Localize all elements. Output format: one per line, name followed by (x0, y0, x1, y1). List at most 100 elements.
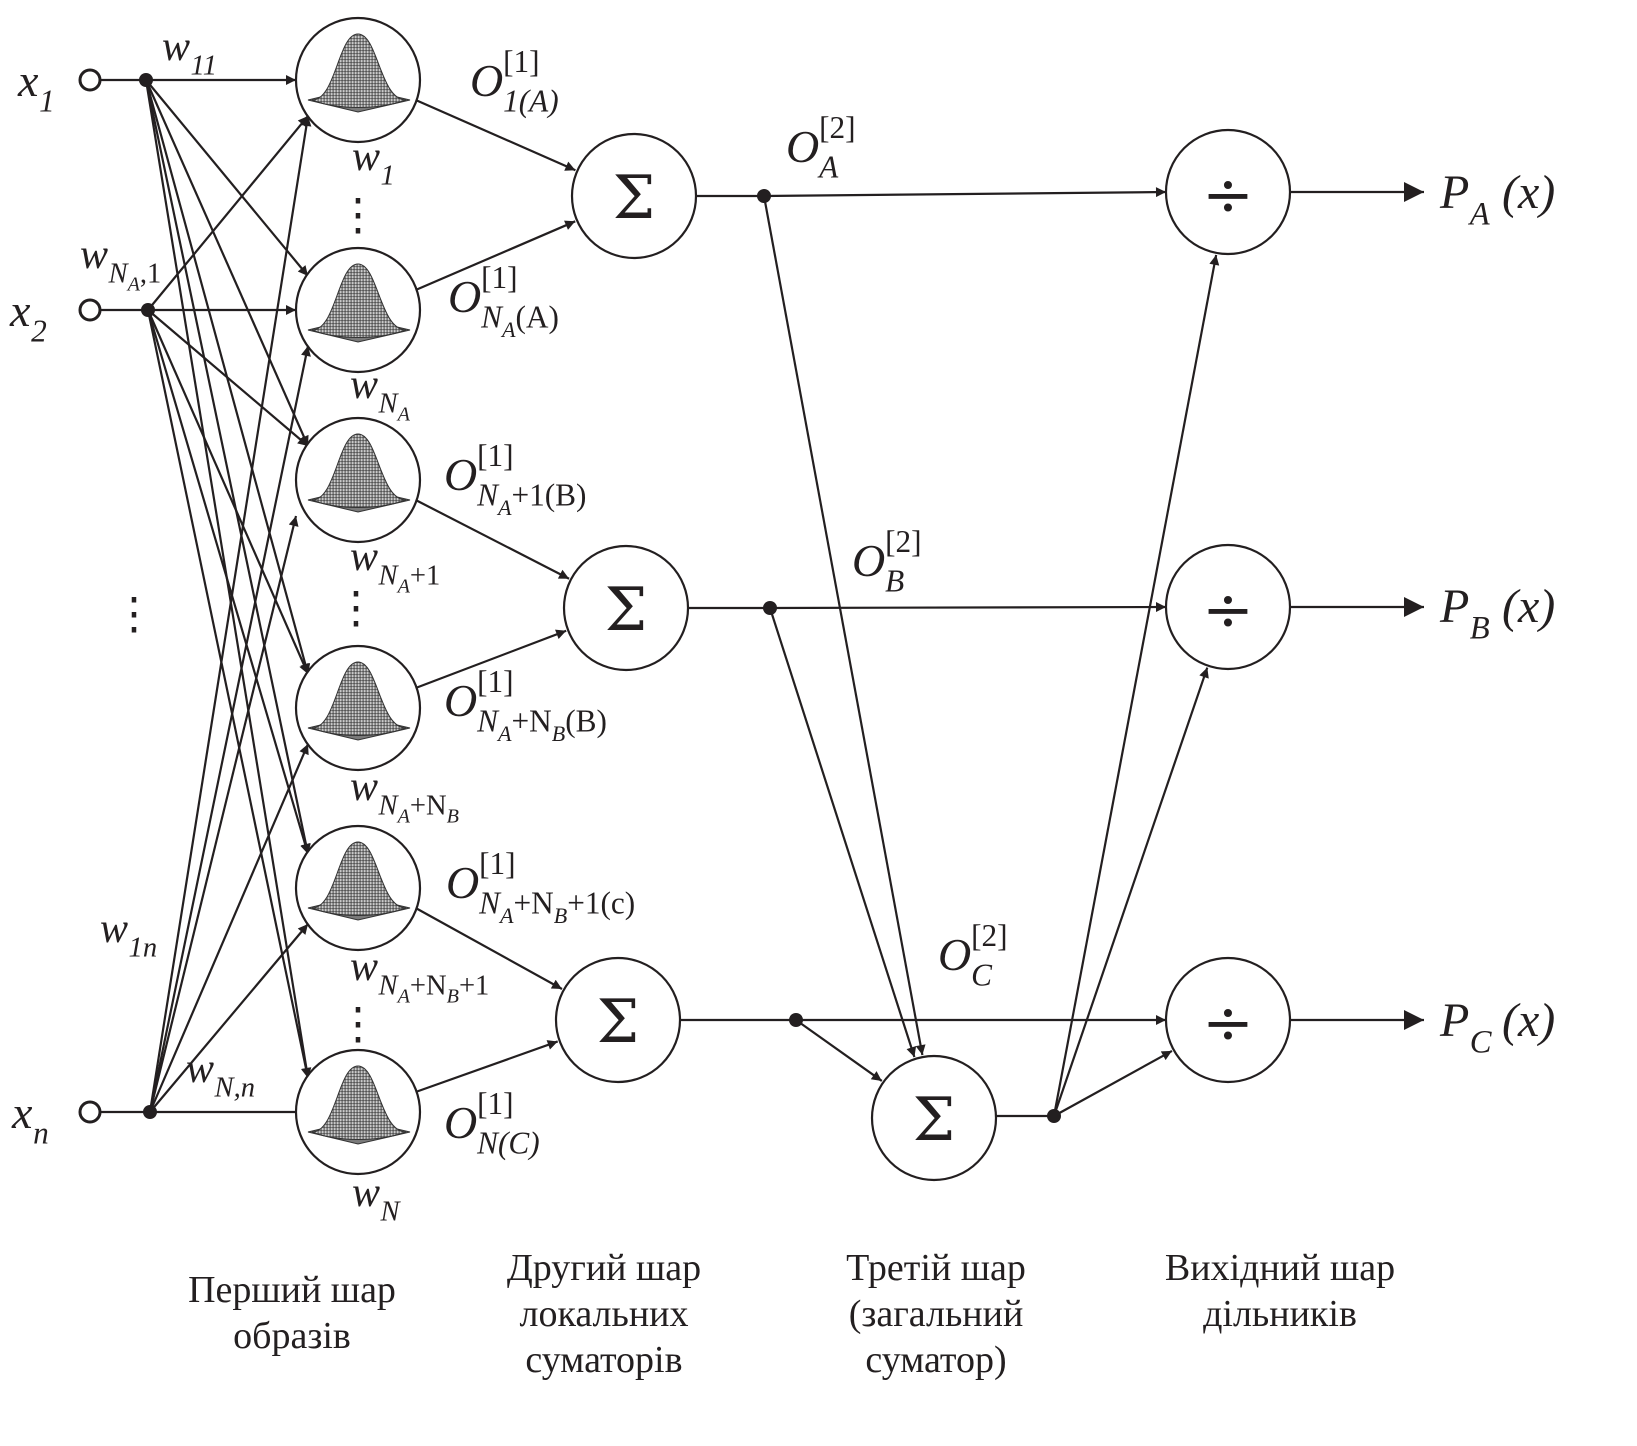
svg-text:x: x (17, 55, 39, 106)
svg-text:O: O (938, 929, 971, 980)
svg-text:Перший шар: Перший шар (188, 1269, 396, 1311)
svg-text:w: w (350, 362, 378, 408)
pattern-neuron-6 (294, 1048, 422, 1176)
svg-text:C: C (1470, 1024, 1493, 1060)
svg-text:11: 11 (191, 50, 217, 81)
edge-sum3-div1 (1052, 254, 1220, 1117)
vertical-ellipsis-4: ⋮ (112, 589, 156, 640)
edge-p2-s1 (415, 220, 576, 292)
edge-in1-p3 (144, 79, 310, 447)
svg-text:B: B (1470, 610, 1490, 646)
edge-in3-p2 (148, 345, 311, 1113)
svg-text:суматор): суматор) (865, 1339, 1006, 1381)
gaussian-surface (311, 841, 407, 916)
sigma-icon: Σ (605, 575, 647, 645)
vertical-ellipsis-2: ⋮ (334, 583, 378, 634)
svg-text:O: O (470, 55, 503, 106)
svg-text:w: w (350, 534, 378, 580)
edge-in3-p5 (149, 923, 309, 1113)
svg-text:образів: образів (233, 1315, 351, 1357)
edge-s3-sum3 (795, 1019, 883, 1082)
svg-text:w: w (80, 232, 108, 278)
junction-dot-s3 (789, 1013, 803, 1027)
layer2-output-1: O[2]A (786, 110, 856, 185)
divider-2: ÷ (1164, 543, 1292, 671)
edge-s1-div1 (763, 187, 1167, 198)
svg-text:[1]: [1] (477, 438, 513, 473)
svg-text:[1]: [1] (503, 44, 539, 79)
svg-text:P: P (1439, 994, 1469, 1047)
gaussian-surface (311, 1065, 407, 1140)
input-terminal-2 (78, 298, 102, 322)
divide-icon: ÷ (1202, 573, 1254, 646)
input-junction-3 (143, 1105, 157, 1119)
edge-in3-p4 (148, 743, 310, 1113)
vertical-ellipsis-3: ⋮ (336, 999, 380, 1050)
svg-text:NA+NB(B): NA+NB(B) (476, 704, 607, 746)
svg-text:Другий шар: Другий шар (507, 1247, 701, 1289)
svg-text:O: O (852, 535, 885, 586)
gaussian-surface (311, 661, 407, 736)
svg-text:O: O (786, 121, 819, 172)
local-summator-1: Σ (570, 132, 698, 260)
gaussian-surface (311, 33, 407, 108)
connections (99, 75, 1424, 1118)
layer1-output-5: O[1] NA+NB+1(c) (446, 846, 635, 928)
svg-text:(загальний: (загальний (849, 1293, 1024, 1335)
svg-text:w: w (350, 944, 378, 990)
edge-in2-p6 (146, 309, 311, 1079)
svg-text:[1]: [1] (481, 260, 517, 295)
svg-text:NA+1: NA+1 (378, 560, 441, 597)
edge-in3-p3 (148, 515, 299, 1113)
input-junction-2 (141, 303, 155, 317)
global-summator: Σ (870, 1054, 998, 1182)
edge-in3-p1 (148, 115, 312, 1113)
edge-sum3-div3 (1053, 1049, 1173, 1117)
svg-text:1n: 1n (129, 932, 158, 963)
svg-text:w: w (100, 906, 128, 952)
svg-text:[1]: [1] (479, 846, 515, 881)
edge-s2-div2 (769, 602, 1167, 613)
svg-text:NA+1(B): NA+1(B) (476, 478, 586, 520)
svg-text:NA+NB+1(c): NA+NB+1(c) (478, 886, 635, 928)
svg-text:N: N (380, 1196, 402, 1227)
svg-text:N(C): N(C) (476, 1126, 540, 1161)
edge-p4-s2 (415, 629, 567, 690)
layer1-output-3: O[1] NA+1(B) (444, 438, 586, 520)
edge-in1-p2 (145, 79, 309, 277)
gaussian-surface (311, 263, 407, 338)
svg-text:O: O (446, 857, 479, 908)
divide-icon: ÷ (1202, 158, 1254, 231)
svg-text:2: 2 (31, 314, 47, 349)
input-terminal-3 (78, 1100, 102, 1124)
svg-text:O: O (444, 449, 477, 500)
svg-text:P: P (1439, 580, 1469, 633)
svg-text:C: C (971, 958, 993, 993)
svg-text:1(A): 1(A) (503, 84, 559, 119)
svg-text:(x): (x) (1502, 166, 1555, 219)
layer2-output-3: O[2]C (938, 918, 1008, 993)
svg-text:NA+NB+1: NA+NB+1 (378, 970, 490, 1007)
edge-in1-p5 (144, 79, 311, 855)
divider-3: ÷ (1164, 956, 1292, 1084)
gaussian-surface (311, 433, 407, 508)
svg-text:Вихідний шар: Вихідний шар (1165, 1247, 1395, 1289)
edge-p6-s3 (415, 1040, 559, 1094)
svg-text:A: A (817, 150, 839, 185)
input-junction-1 (139, 73, 153, 87)
svg-text:[1]: [1] (477, 1086, 513, 1121)
